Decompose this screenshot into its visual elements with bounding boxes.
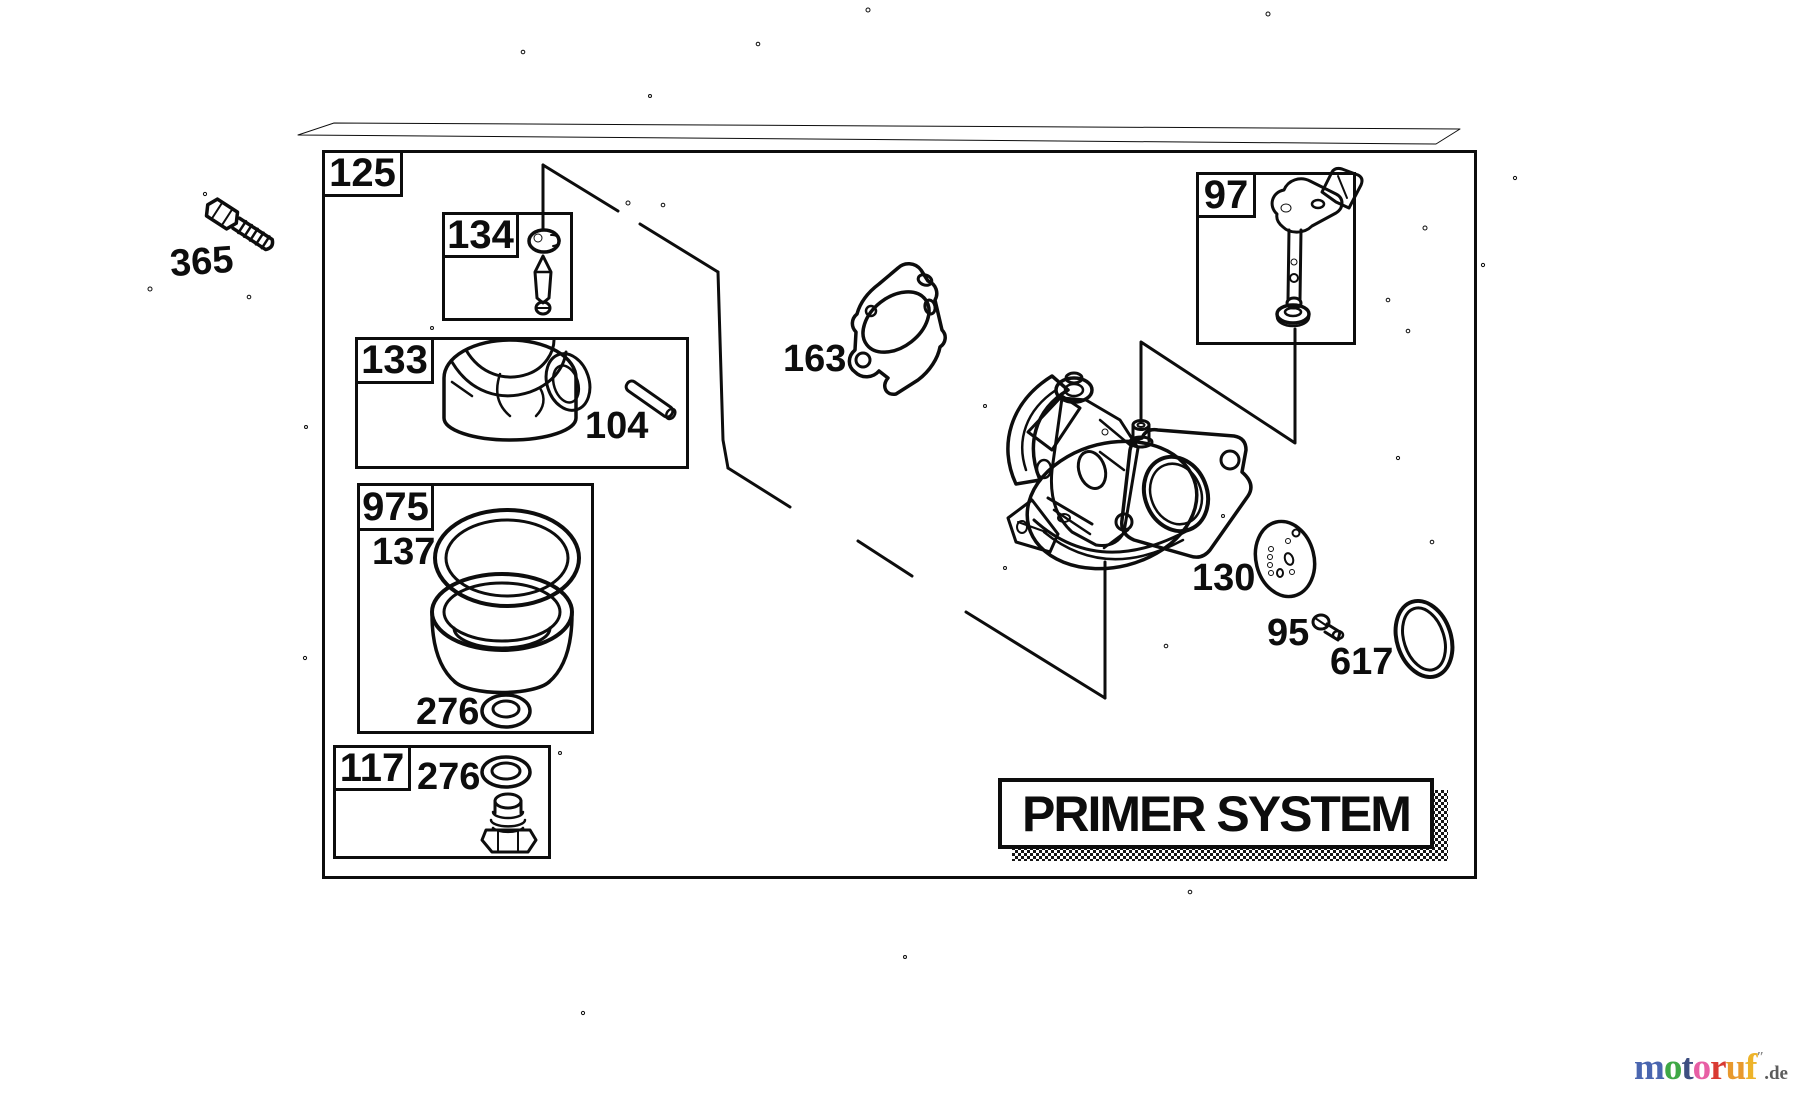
drain-bolt-drawing [480,755,538,854]
site-watermark-link[interactable]: motoruf″.de [1634,1046,1788,1089]
callout-screw: 95 [1267,612,1310,654]
leader-line-134-to-carb [541,163,1107,700]
group-box-97 [1196,172,1356,345]
group-box-133-label: 133 [355,337,434,384]
callout-float-pin: 104 [585,405,649,447]
scan-speckles [147,7,1518,1016]
callout-drain-washer: 276 [417,756,481,798]
callout-o-ring: 617 [1330,641,1394,683]
group-box-134-label: 134 [442,212,519,258]
callout-carb-gasket: 163 [783,338,847,380]
callout-mounting-bolt: 365 [168,238,235,286]
group-box-117-label: 117 [333,745,411,791]
watermark-word: motoruf [1634,1047,1758,1088]
watermark-letter: f [1745,1047,1757,1088]
callout-primer-plate: 130 [1192,557,1256,599]
float-pin-drawing [624,379,677,421]
float-drawing [442,338,592,442]
screw-drawing [1311,613,1345,642]
group-box-133 [355,337,689,469]
callout-bowl-washer: 276 [416,691,480,733]
mounting-bolt-drawing [204,197,275,252]
watermark-letter: o [1692,1047,1711,1088]
carburetor-body-drawing [1006,371,1253,571]
callout-bowl-gasket: 137 [372,531,436,573]
watermark-letter: t [1681,1047,1693,1088]
watermark-letter: u [1725,1047,1747,1088]
group-box-975-label: 975 [357,483,434,531]
leader-line-97-to-carb [1139,327,1297,445]
primer-plate-drawing [1253,519,1317,599]
title-plate: PRIMER SYSTEM [998,778,1434,849]
group-box-117 [333,745,551,859]
watermark-letter: m [1634,1047,1665,1088]
main-assembly-box [322,150,1477,879]
top-divider-bar [297,122,1461,145]
watermark-suffix: .de [1764,1063,1788,1084]
carb-gasket-drawing [847,262,947,396]
watermark-letter: r [1710,1047,1726,1088]
group-box-975 [357,483,594,734]
group-box-97-label: 97 [1196,172,1256,218]
watermark-trademark: ″ [1756,1050,1765,1065]
throttle-shaft-drawing [1270,166,1364,328]
float-bowl-drawing [430,508,581,729]
needle-valve-drawing [527,228,561,316]
assembly-label: 125 [322,150,403,197]
watermark-letter: o [1663,1047,1682,1088]
o-ring-drawing [1393,598,1455,680]
